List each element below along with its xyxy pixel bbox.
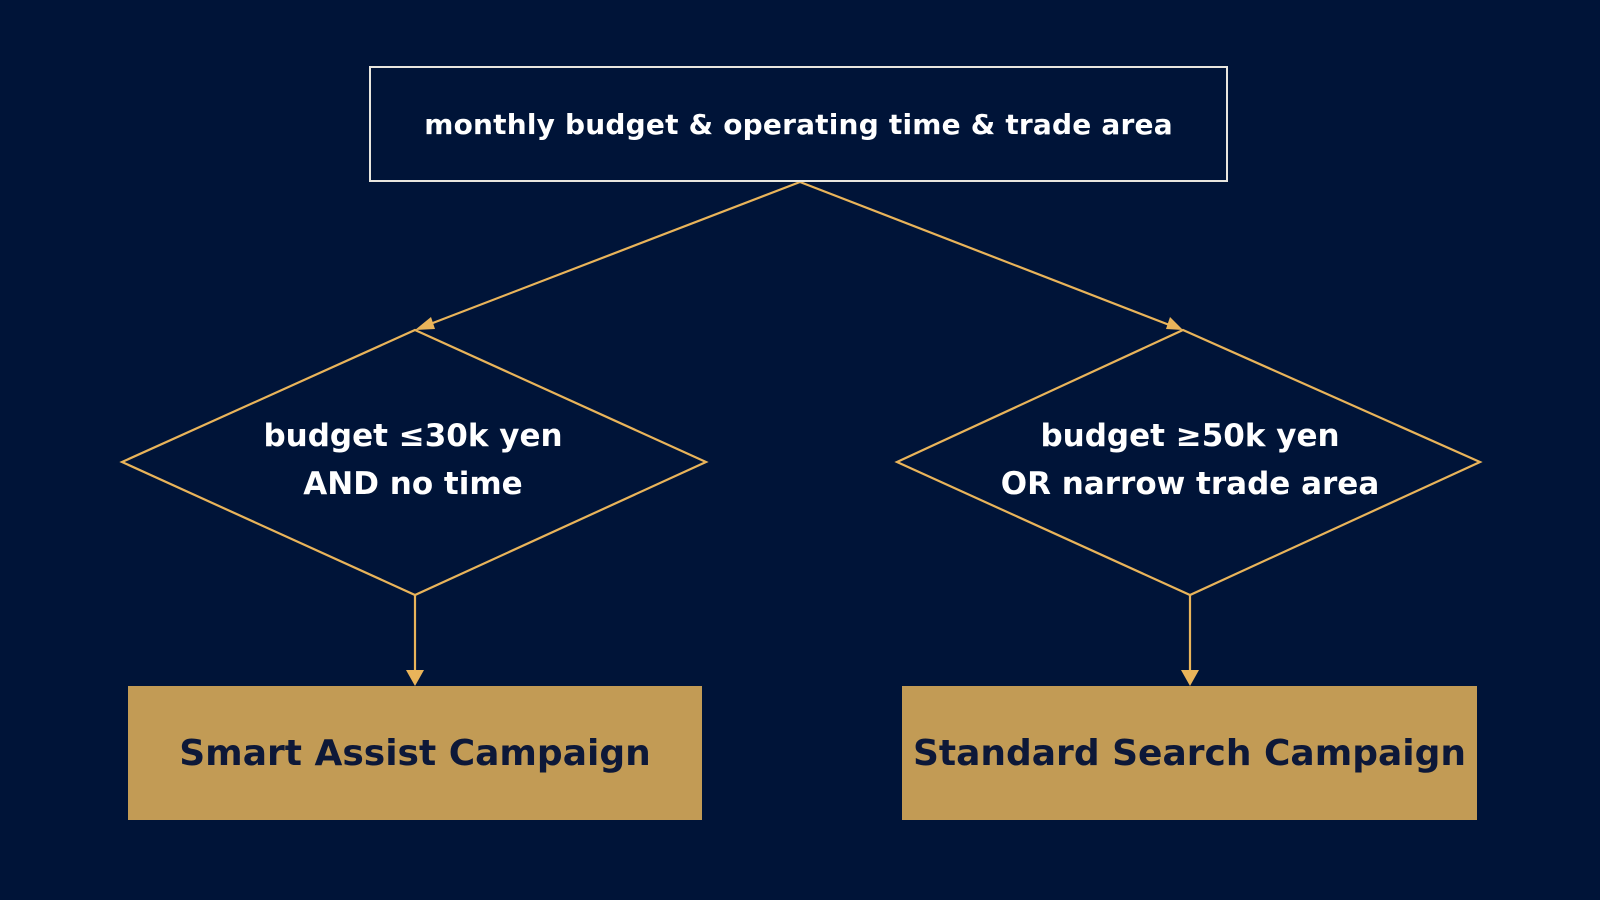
- decision-right-line-1: budget ≥50k yen: [1040, 418, 1340, 454]
- outcome-standard-search-label: Standard Search Campaign: [912, 732, 1467, 774]
- arrowhead-left-outcome: [406, 670, 424, 686]
- decision-left-line-2: AND no time: [303, 466, 523, 502]
- connector-root-to-left: [424, 180, 801, 328]
- arrowhead-right-outcome: [1181, 670, 1199, 686]
- root-node: monthly budget & operating time & trade …: [369, 66, 1228, 182]
- arrowhead-left-decision: [415, 317, 435, 330]
- decision-left-label: budget ≤30k yen AND no time: [213, 410, 613, 510]
- outcome-smart-assist: Smart Assist Campaign: [128, 686, 702, 820]
- outcome-smart-assist-label: Smart Assist Campaign: [179, 732, 651, 774]
- decision-right-line-2: OR narrow trade area: [1000, 466, 1380, 502]
- decision-left-line-1: budget ≤30k yen: [263, 418, 563, 454]
- root-node-label: monthly budget & operating time & trade …: [424, 107, 1173, 141]
- arrowhead-right-decision: [1166, 317, 1183, 330]
- connector-root-to-right: [799, 180, 1173, 328]
- decision-right-label: budget ≥50k yen OR narrow trade area: [970, 410, 1410, 510]
- outcome-standard-search: Standard Search Campaign: [902, 686, 1477, 820]
